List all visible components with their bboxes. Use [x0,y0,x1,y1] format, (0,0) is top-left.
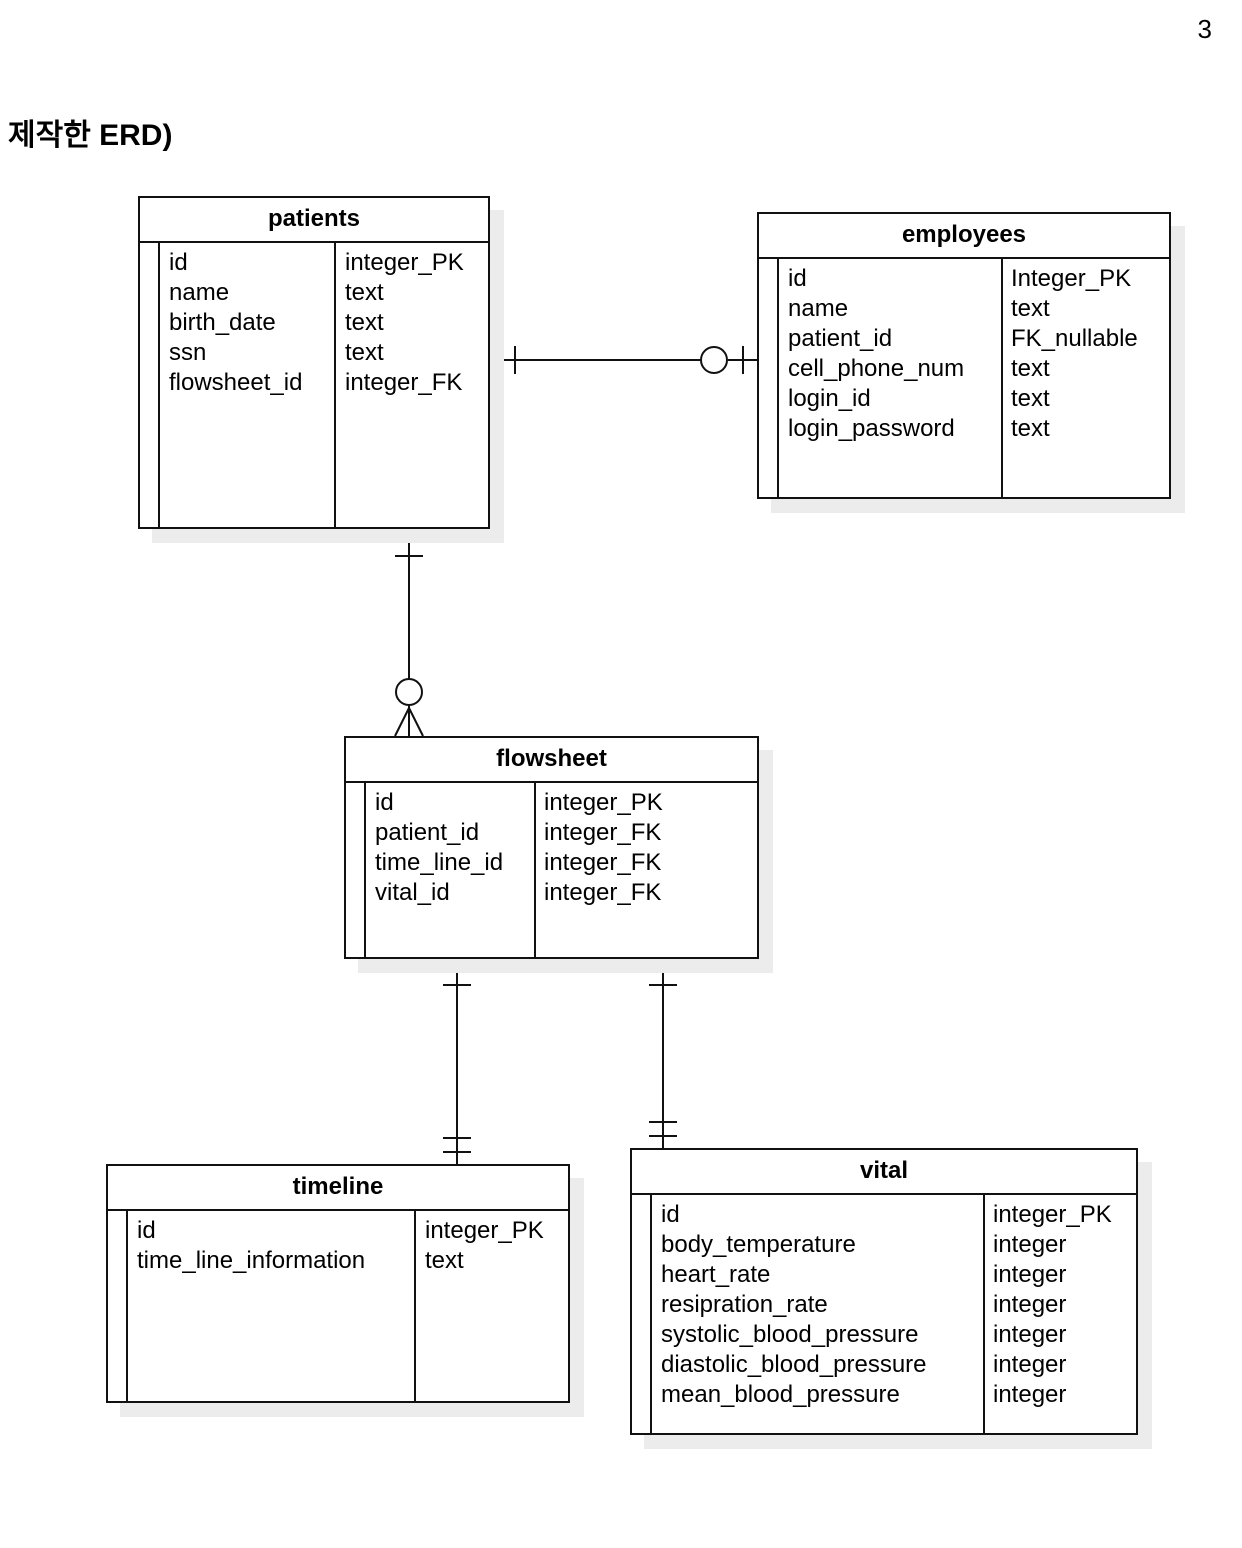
field-type: text [1011,385,1050,412]
field-name: body_temperature [661,1231,856,1258]
field-name-column: id name birth_date ssn flowsheet_id [169,248,302,398]
field-name: time_line_information [137,1247,366,1274]
field-type: text [345,309,384,336]
entity-timeline: timeline id time_line_information intege… [106,1164,570,1403]
crowfoot-mark [394,707,410,737]
field-name: patient_id [788,325,893,352]
field-name-column: id name patient_id cell_phone_num login_… [788,264,964,444]
field-name: diastolic_blood_pressure [661,1351,927,1378]
zero-mark [395,678,423,706]
field-type: Integer_PK [1011,265,1132,292]
field-name: patient_id [375,819,480,846]
field-type: integer [993,1231,1067,1258]
key-gutter [650,1195,652,1433]
field-name: flowsheet_id [169,369,303,396]
field-type: text [1011,295,1050,322]
field-type: text [1011,355,1050,382]
field-name: id [788,265,807,292]
field-name-column: id time_line_information [137,1216,365,1276]
field-name: birth_date [169,309,276,336]
field-name: login_id [788,385,871,412]
key-gutter [777,259,779,497]
field-type-column: integer_PK integer_FK integer_FK integer… [544,788,663,908]
field-type: integer [993,1261,1067,1288]
field-type: integer [993,1351,1067,1378]
key-gutter [126,1211,128,1401]
key-gutter [158,243,160,527]
field-type-column: integer_PK integer integer integer integ… [993,1200,1112,1410]
field-type: integer_FK [544,879,662,906]
entity-title: vital [632,1150,1136,1195]
page-title: 제작한 ERD) [8,119,173,152]
entity-body: id body_temperature heart_rate resiprati… [632,1195,1136,1433]
field-name-column: id patient_id time_line_id vital_id [375,788,503,908]
field-type-column: integer_PK text text text integer_FK [345,248,464,398]
entity-flowsheet: flowsheet id patient_id time_line_id vit… [344,736,759,959]
field-type: integer_FK [544,819,662,846]
entity-employees: employees id name patient_id cell_phone_… [757,212,1171,499]
field-name: id [169,249,188,276]
entity-title: patients [140,198,488,243]
entity-body: id time_line_information integer_PK text [108,1211,568,1401]
relationship-flowsheet-vital [649,959,677,1148]
field-name-column: id body_temperature heart_rate resiprati… [661,1200,927,1410]
field-name: id [375,789,394,816]
key-gutter [364,783,366,957]
crowfoot-mark [408,707,424,737]
entity-body: id patient_id time_line_id vital_id inte… [346,783,757,957]
entity-title: employees [759,214,1169,259]
field-name: name [788,295,849,322]
column-divider [1001,259,1003,497]
entity-title: flowsheet [346,738,757,783]
field-type: text [345,279,384,306]
column-divider [983,1195,985,1433]
relationship-flowsheet-timeline [443,959,471,1164]
column-divider [534,783,536,957]
column-divider [334,243,336,527]
relationship-patients-flowsheet [394,529,424,737]
field-type: integer_PK [345,249,464,276]
field-type: text [345,339,384,366]
field-type: integer_PK [544,789,663,816]
field-name: vital_id [375,879,450,906]
field-type: integer_PK [993,1201,1112,1228]
field-type-column: Integer_PK text FK_nullable text text te… [1011,264,1138,444]
field-name: id [137,1217,156,1244]
field-type: integer_FK [345,369,463,396]
entity-body: id name birth_date ssn flowsheet_id inte… [140,243,488,527]
field-type: text [1011,415,1050,442]
field-name: mean_blood_pressure [661,1381,900,1408]
field-name: heart_rate [661,1261,771,1288]
field-name: ssn [169,339,207,366]
field-name: cell_phone_num [788,355,965,382]
relationship-patients-employees [489,346,757,374]
zero-mark [700,346,728,374]
entity-title: timeline [108,1166,568,1211]
field-name: name [169,279,230,306]
entity-body: id name patient_id cell_phone_num login_… [759,259,1169,497]
field-type: integer [993,1291,1067,1318]
field-type: integer [993,1381,1067,1408]
column-divider [414,1211,416,1401]
field-type: text [425,1247,464,1274]
field-name: time_line_id [375,849,504,876]
field-type: integer [993,1321,1067,1348]
field-type: integer_FK [544,849,662,876]
field-type: FK_nullable [1011,325,1138,352]
entity-patients: patients id name birth_date ssn flowshee… [138,196,490,529]
field-name: systolic_blood_pressure [661,1321,919,1348]
field-name: login_password [788,415,955,442]
field-type-column: integer_PK text [425,1216,544,1276]
field-type: integer_PK [425,1217,544,1244]
field-name: id [661,1201,680,1228]
entity-vital: vital id body_temperature heart_rate res… [630,1148,1138,1435]
page-number: 3 [1197,14,1212,44]
field-name: resipration_rate [661,1291,828,1318]
